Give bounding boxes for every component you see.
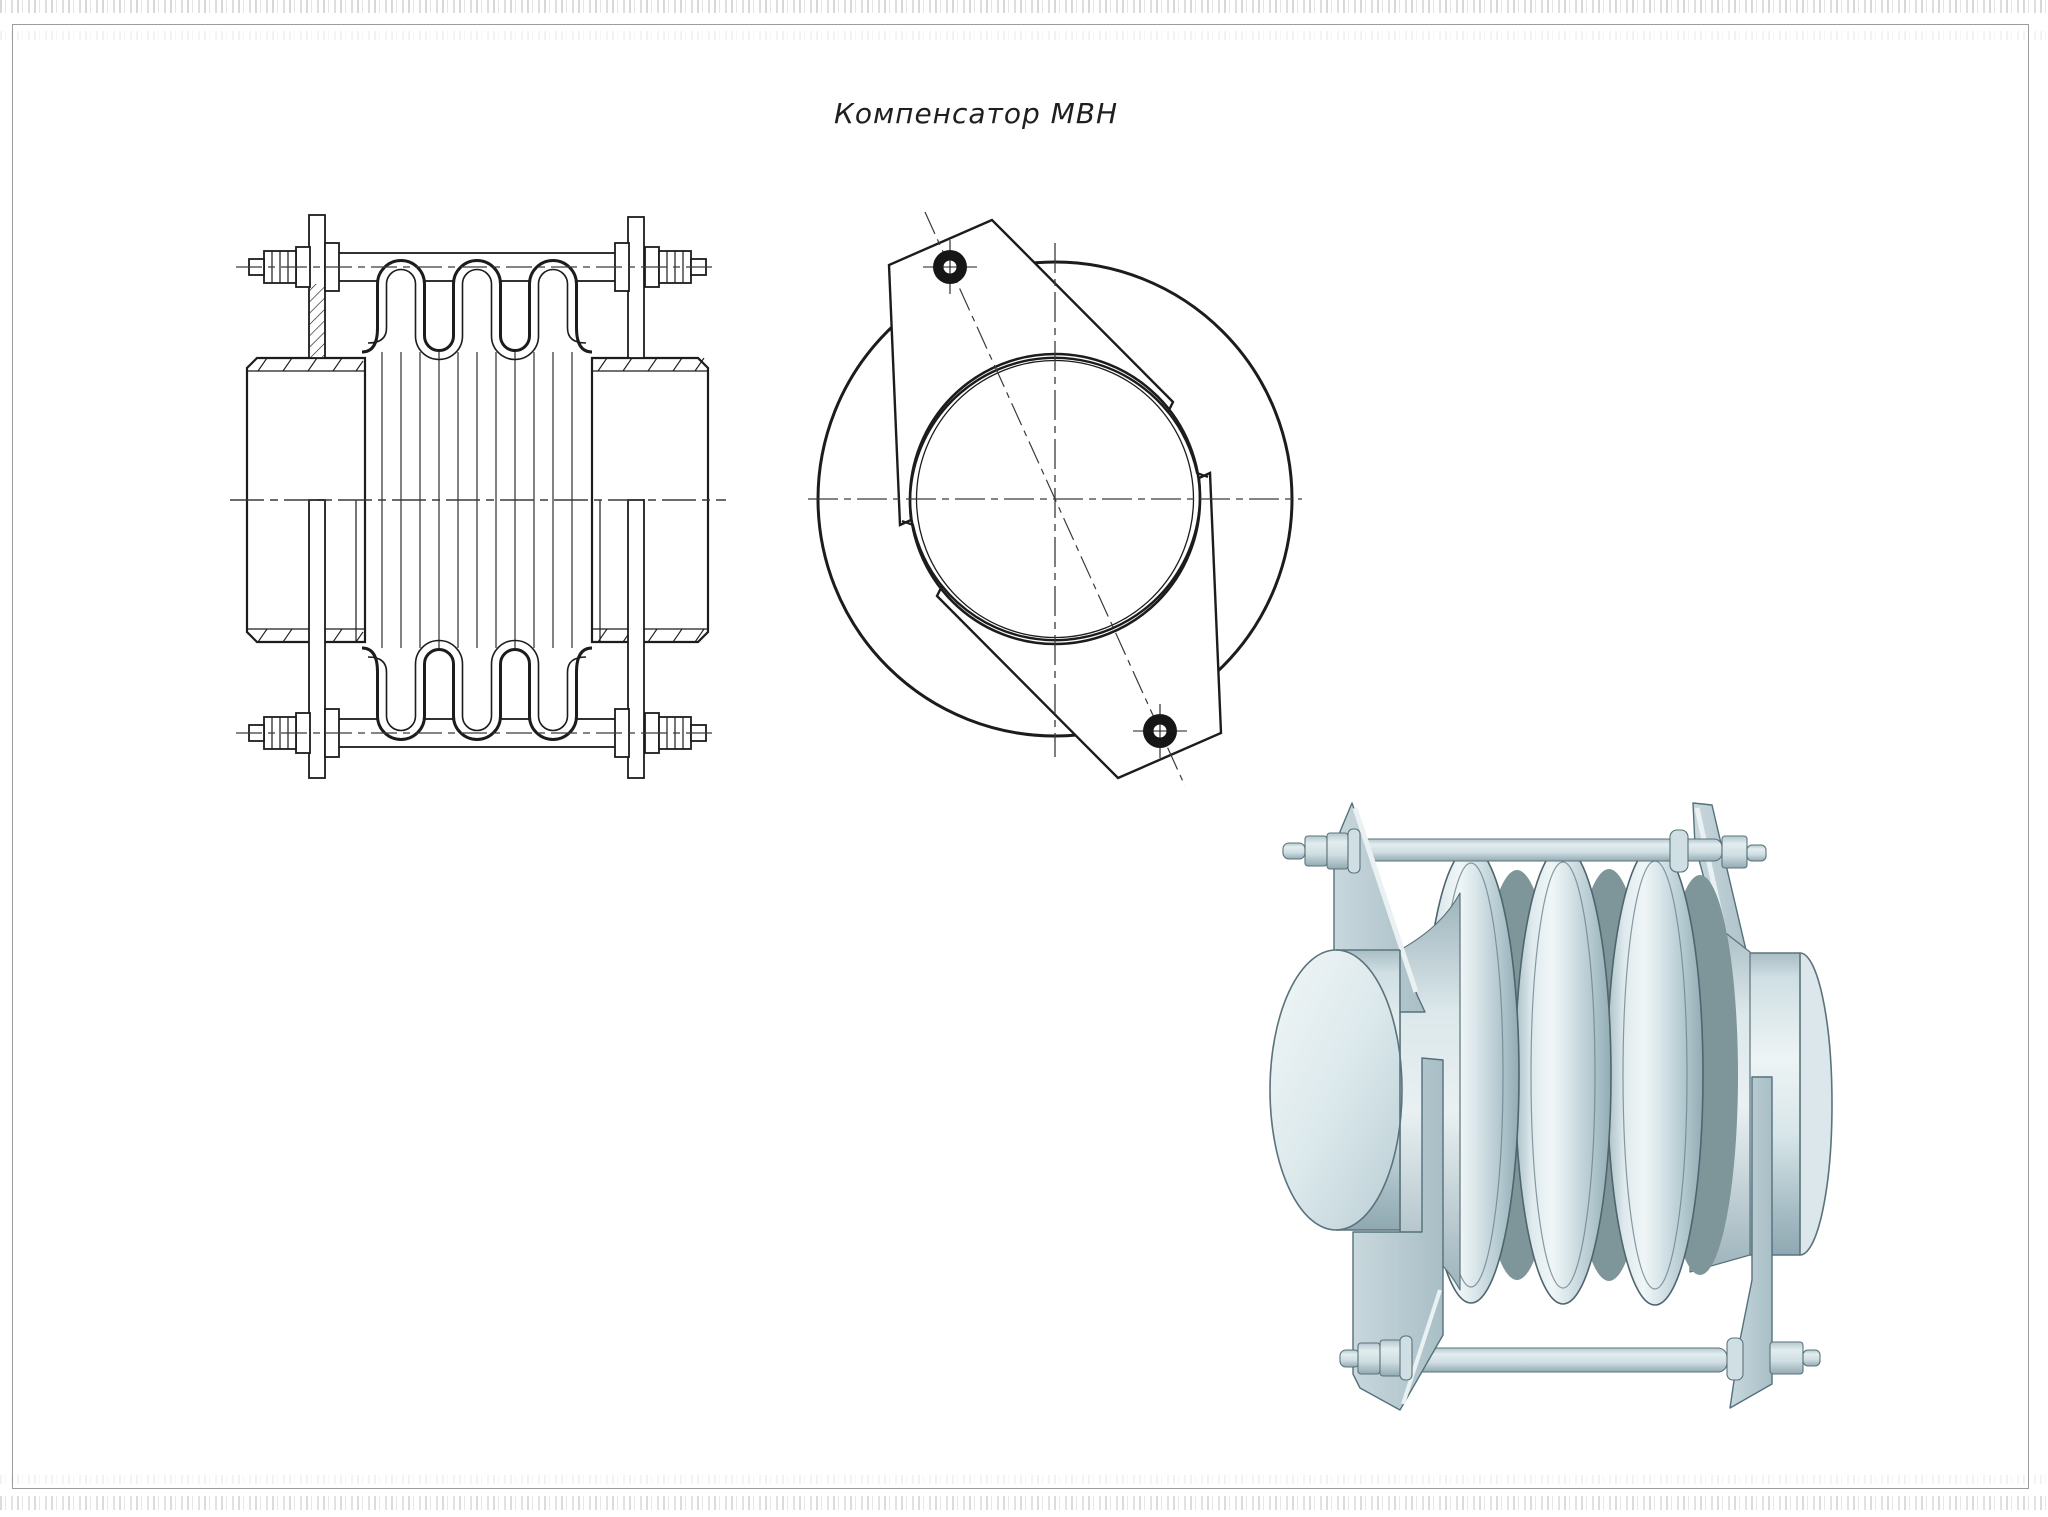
iso-bellows-crown xyxy=(1514,845,1612,1305)
bolt-hole xyxy=(923,240,977,294)
bolt-hole xyxy=(1133,704,1187,758)
drawing-title: Компенсатор МВН xyxy=(834,97,1119,130)
iso-plate-bottom-right xyxy=(1729,1076,1773,1409)
bolt-end xyxy=(248,712,311,754)
scan-noise-bottom-inner xyxy=(0,1475,2048,1484)
side-section-view xyxy=(230,214,726,779)
iso-bolt-top-left xyxy=(1282,828,1361,874)
drawing-border xyxy=(12,24,2029,1489)
front-view xyxy=(808,211,1302,787)
clamp-plate-top-left xyxy=(887,218,1175,527)
iso-bolt-bottom-right xyxy=(1726,1337,1821,1381)
iso-tie-rod-top xyxy=(1355,838,1723,862)
iso-pipe-left xyxy=(1269,949,1403,1232)
bellows-section xyxy=(361,259,593,741)
iso-bolt-bottom-left xyxy=(1339,1335,1413,1381)
bolt-axis-diagonal xyxy=(924,211,1186,787)
iso-3d-view xyxy=(1269,802,1833,1411)
lug-bottom-left xyxy=(308,499,326,779)
iso-plate-bottom-left xyxy=(1352,1057,1444,1411)
iso-bolt-top-right xyxy=(1669,829,1767,873)
lug-top-right xyxy=(627,216,645,359)
scan-noise-bottom xyxy=(0,1496,2048,1510)
iso-bellows-crown xyxy=(1606,844,1704,1306)
lug-bottom-right xyxy=(627,499,645,779)
clamp-plate-bottom-right xyxy=(935,471,1223,780)
scan-noise-top xyxy=(0,0,2048,13)
weld-ticks xyxy=(257,357,705,643)
iso-tie-rod-bottom xyxy=(1411,1347,1728,1373)
scan-noise-top-inner xyxy=(0,31,2048,40)
